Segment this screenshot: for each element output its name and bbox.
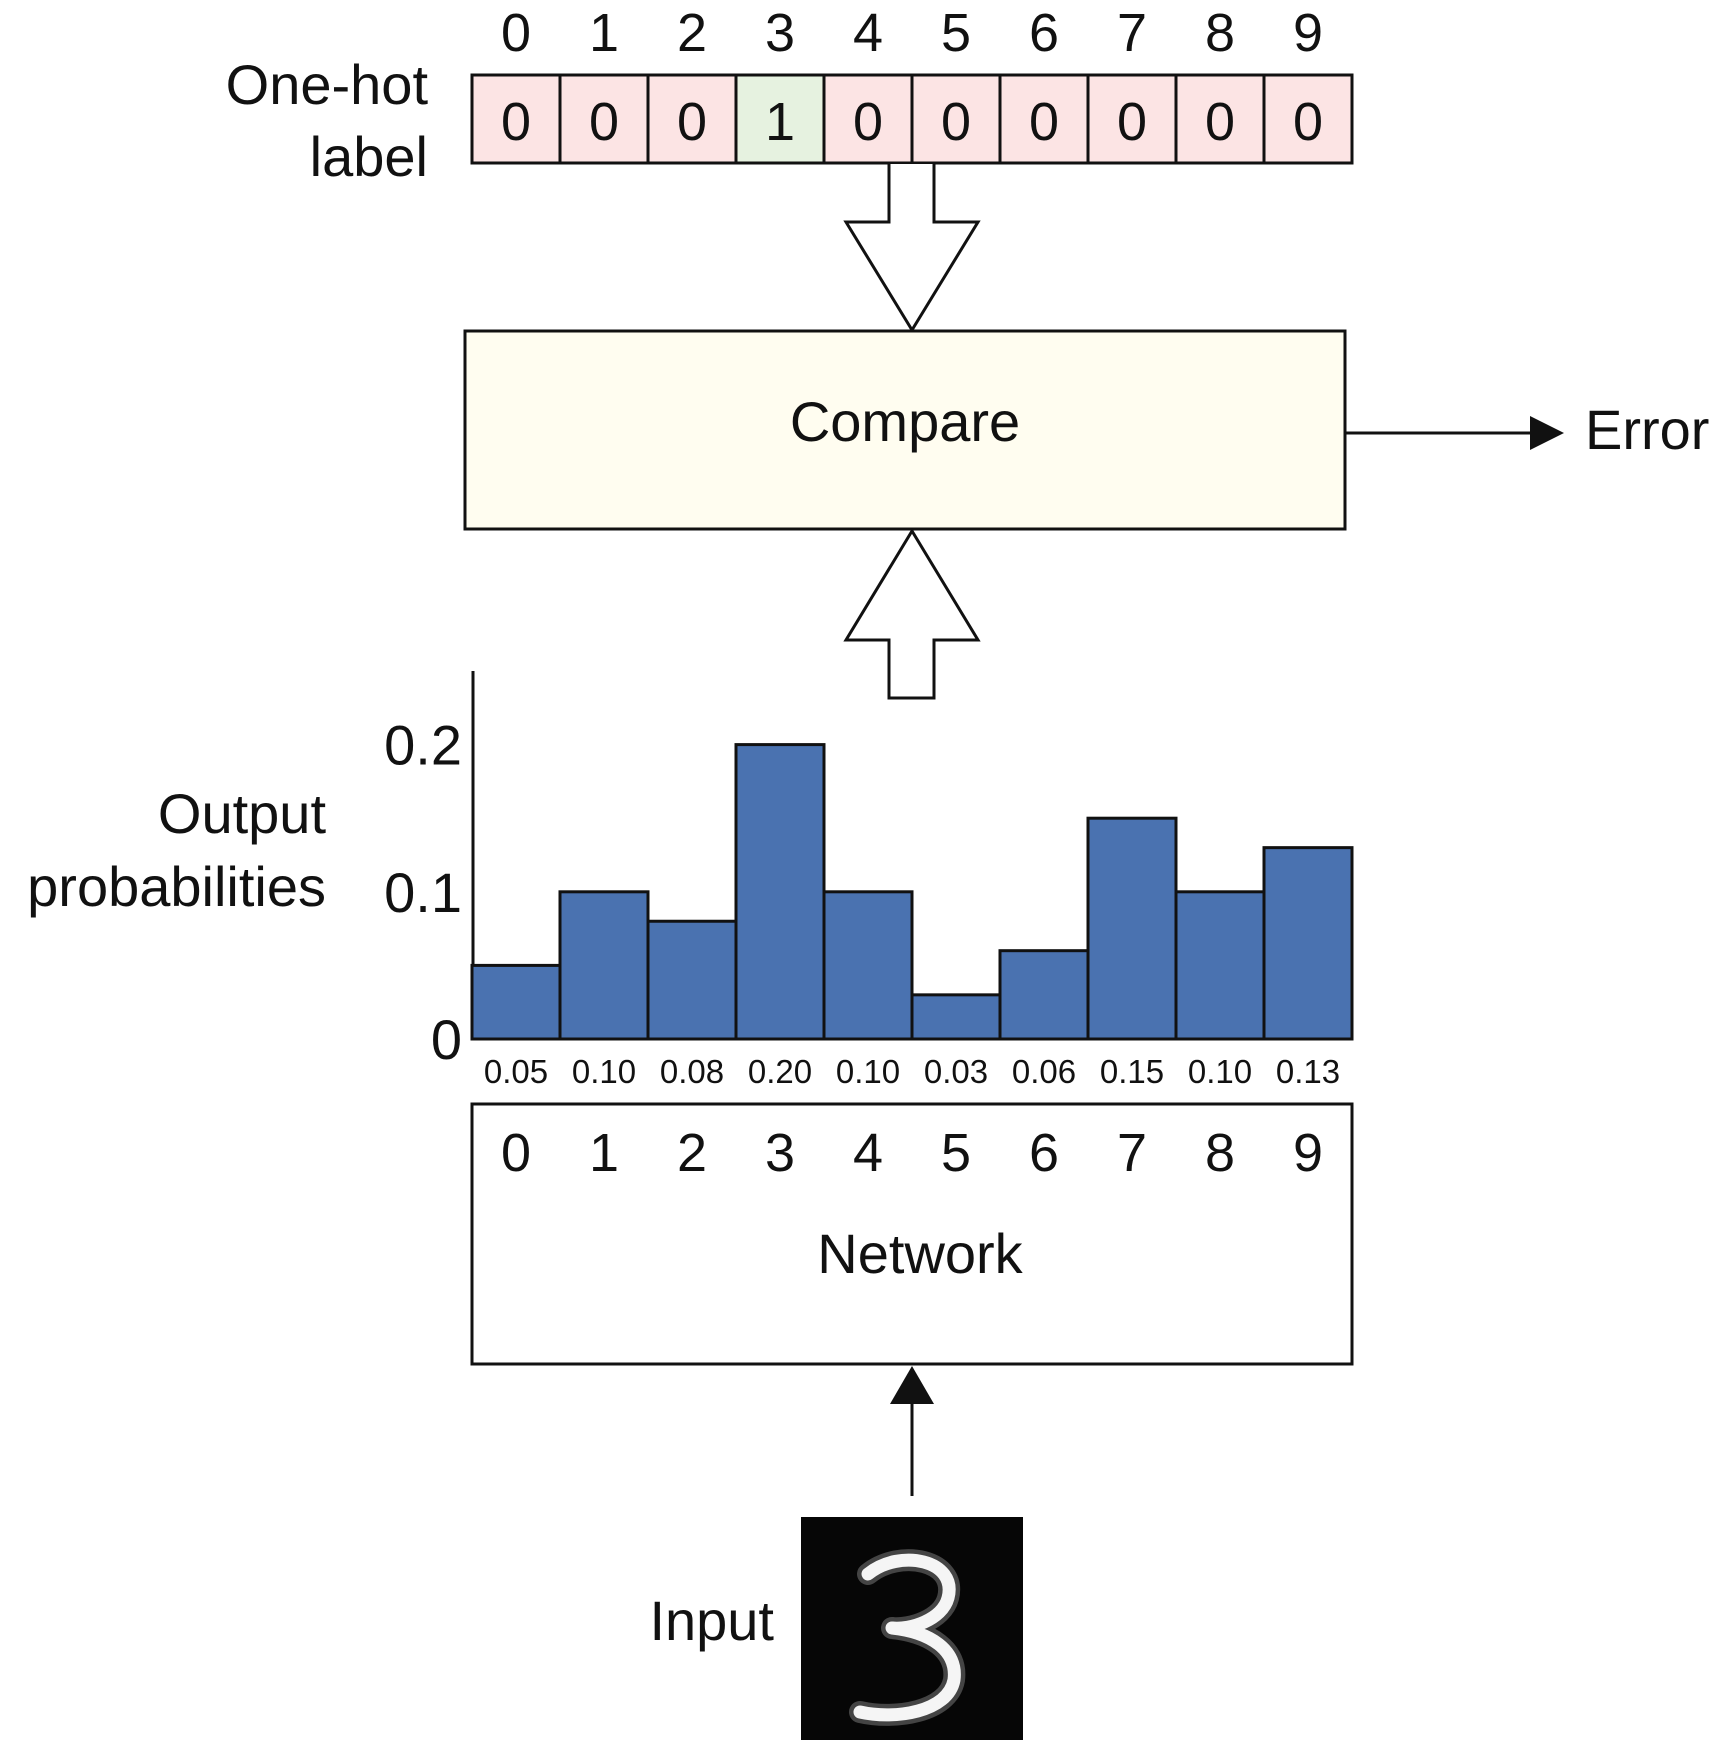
- one-hot-cell-value: 0: [1205, 92, 1235, 152]
- one-hot-cell: [558, 73, 650, 165]
- one-hot-index: 7: [1117, 3, 1147, 63]
- probability-bar: [910, 993, 1002, 1041]
- one-hot-index: 4: [853, 3, 883, 63]
- probability-bars: [470, 743, 1354, 1041]
- output-probs-label-line-1: Output: [158, 782, 327, 845]
- one-hot-cell: [1086, 73, 1178, 165]
- one-hot-cell-value: 0: [941, 92, 971, 152]
- one-hot-index: 8: [1205, 3, 1235, 63]
- one-hot-cell-value: 0: [1029, 92, 1059, 152]
- network-output-index: 4: [853, 1123, 883, 1183]
- network-output-index: 3: [765, 1123, 795, 1183]
- probability-bar: [1174, 890, 1266, 1041]
- y-tick-label: 0: [431, 1008, 462, 1071]
- input-section: Input: [649, 1517, 1023, 1740]
- one-hot-cell-value: 0: [1293, 92, 1323, 152]
- output-probs-label-line-2: probabilities: [27, 855, 326, 918]
- one-hot-index: 0: [501, 3, 531, 63]
- error-output: Error: [1345, 398, 1709, 461]
- mnist-digit-image: [801, 1517, 1023, 1740]
- one-hot-cell-value: 0: [589, 92, 619, 152]
- input-to-network-arrow: [890, 1366, 934, 1496]
- one-hot-cell: [1262, 73, 1354, 165]
- one-hot-label-line-2: label: [310, 125, 428, 188]
- one-hot-index: 6: [1029, 3, 1059, 63]
- network-output-index: 0: [501, 1123, 531, 1183]
- network-output-index: 2: [677, 1123, 707, 1183]
- one-hot-cell: [470, 73, 562, 165]
- probability-bar: [470, 963, 562, 1041]
- probability-value-label: 0.06: [1012, 1053, 1076, 1090]
- probability-bar: [822, 890, 914, 1041]
- one-hot-index: 3: [765, 3, 795, 63]
- probability-bar: [1086, 816, 1178, 1041]
- compare-label: Compare: [790, 390, 1020, 453]
- one-hot-index: 5: [941, 3, 971, 63]
- probs-to-compare-arrow: [843, 528, 981, 700]
- one-hot-index: 9: [1293, 3, 1323, 63]
- one-hot-cell: [998, 73, 1090, 165]
- probability-bar: [998, 949, 1090, 1041]
- y-tick-labels: 0 0.1 0.2: [384, 714, 462, 1071]
- probability-value-label: 0.15: [1100, 1053, 1164, 1090]
- error-label: Error: [1585, 398, 1709, 461]
- probability-value-label: 0.10: [1188, 1053, 1252, 1090]
- probability-value-label: 0.03: [924, 1053, 988, 1090]
- one-hot-cell-value: 0: [501, 92, 531, 152]
- network-output-index: 8: [1205, 1123, 1235, 1183]
- one-hot-cell-value: 1: [765, 92, 795, 152]
- one-hot-cell: [1174, 73, 1266, 165]
- one-hot-cell-value: 0: [853, 92, 883, 152]
- probability-bar: [734, 743, 826, 1041]
- y-tick-label: 0.1: [384, 861, 462, 924]
- probability-bar: [646, 919, 738, 1041]
- network-output-index: 5: [941, 1123, 971, 1183]
- error-arrow-head: [1530, 416, 1564, 450]
- probability-value-label: 0.10: [836, 1053, 900, 1090]
- y-tick-label: 0.2: [384, 714, 462, 777]
- probability-value-label: 0.10: [572, 1053, 636, 1090]
- one-hot-cell: [910, 73, 1002, 165]
- one-hot-index: 2: [677, 3, 707, 63]
- network-output-index: 1: [589, 1123, 619, 1183]
- probability-bar: [1262, 846, 1354, 1041]
- probability-bar: [558, 890, 650, 1041]
- probability-value-label: 0.08: [660, 1053, 724, 1090]
- compare-box: Compare: [463, 329, 1347, 531]
- probability-value-label: 0.13: [1276, 1053, 1340, 1090]
- label-to-compare-arrow: [843, 164, 981, 333]
- input-label: Input: [649, 1589, 774, 1652]
- one-hot-label-line-1: One-hot: [226, 53, 429, 116]
- network-output-index: 7: [1117, 1123, 1147, 1183]
- probability-value-label: 0.05: [484, 1053, 548, 1090]
- probability-value-label: 0.20: [748, 1053, 812, 1090]
- network-label: Network: [817, 1222, 1023, 1285]
- network-output-index: 6: [1029, 1123, 1059, 1183]
- one-hot-cell-value: 0: [677, 92, 707, 152]
- one-hot-cell: [646, 73, 738, 165]
- one-hot-cell-value: 0: [1117, 92, 1147, 152]
- one-hot-index: 1: [589, 3, 619, 63]
- one-hot-cell: [822, 73, 914, 165]
- network-output-index: 9: [1293, 1123, 1323, 1183]
- probability-value-labels: 0.05 0.10 0.08 0.20 0.10 0.03 0.06 0.15 0.10 0.13: [484, 1053, 1340, 1090]
